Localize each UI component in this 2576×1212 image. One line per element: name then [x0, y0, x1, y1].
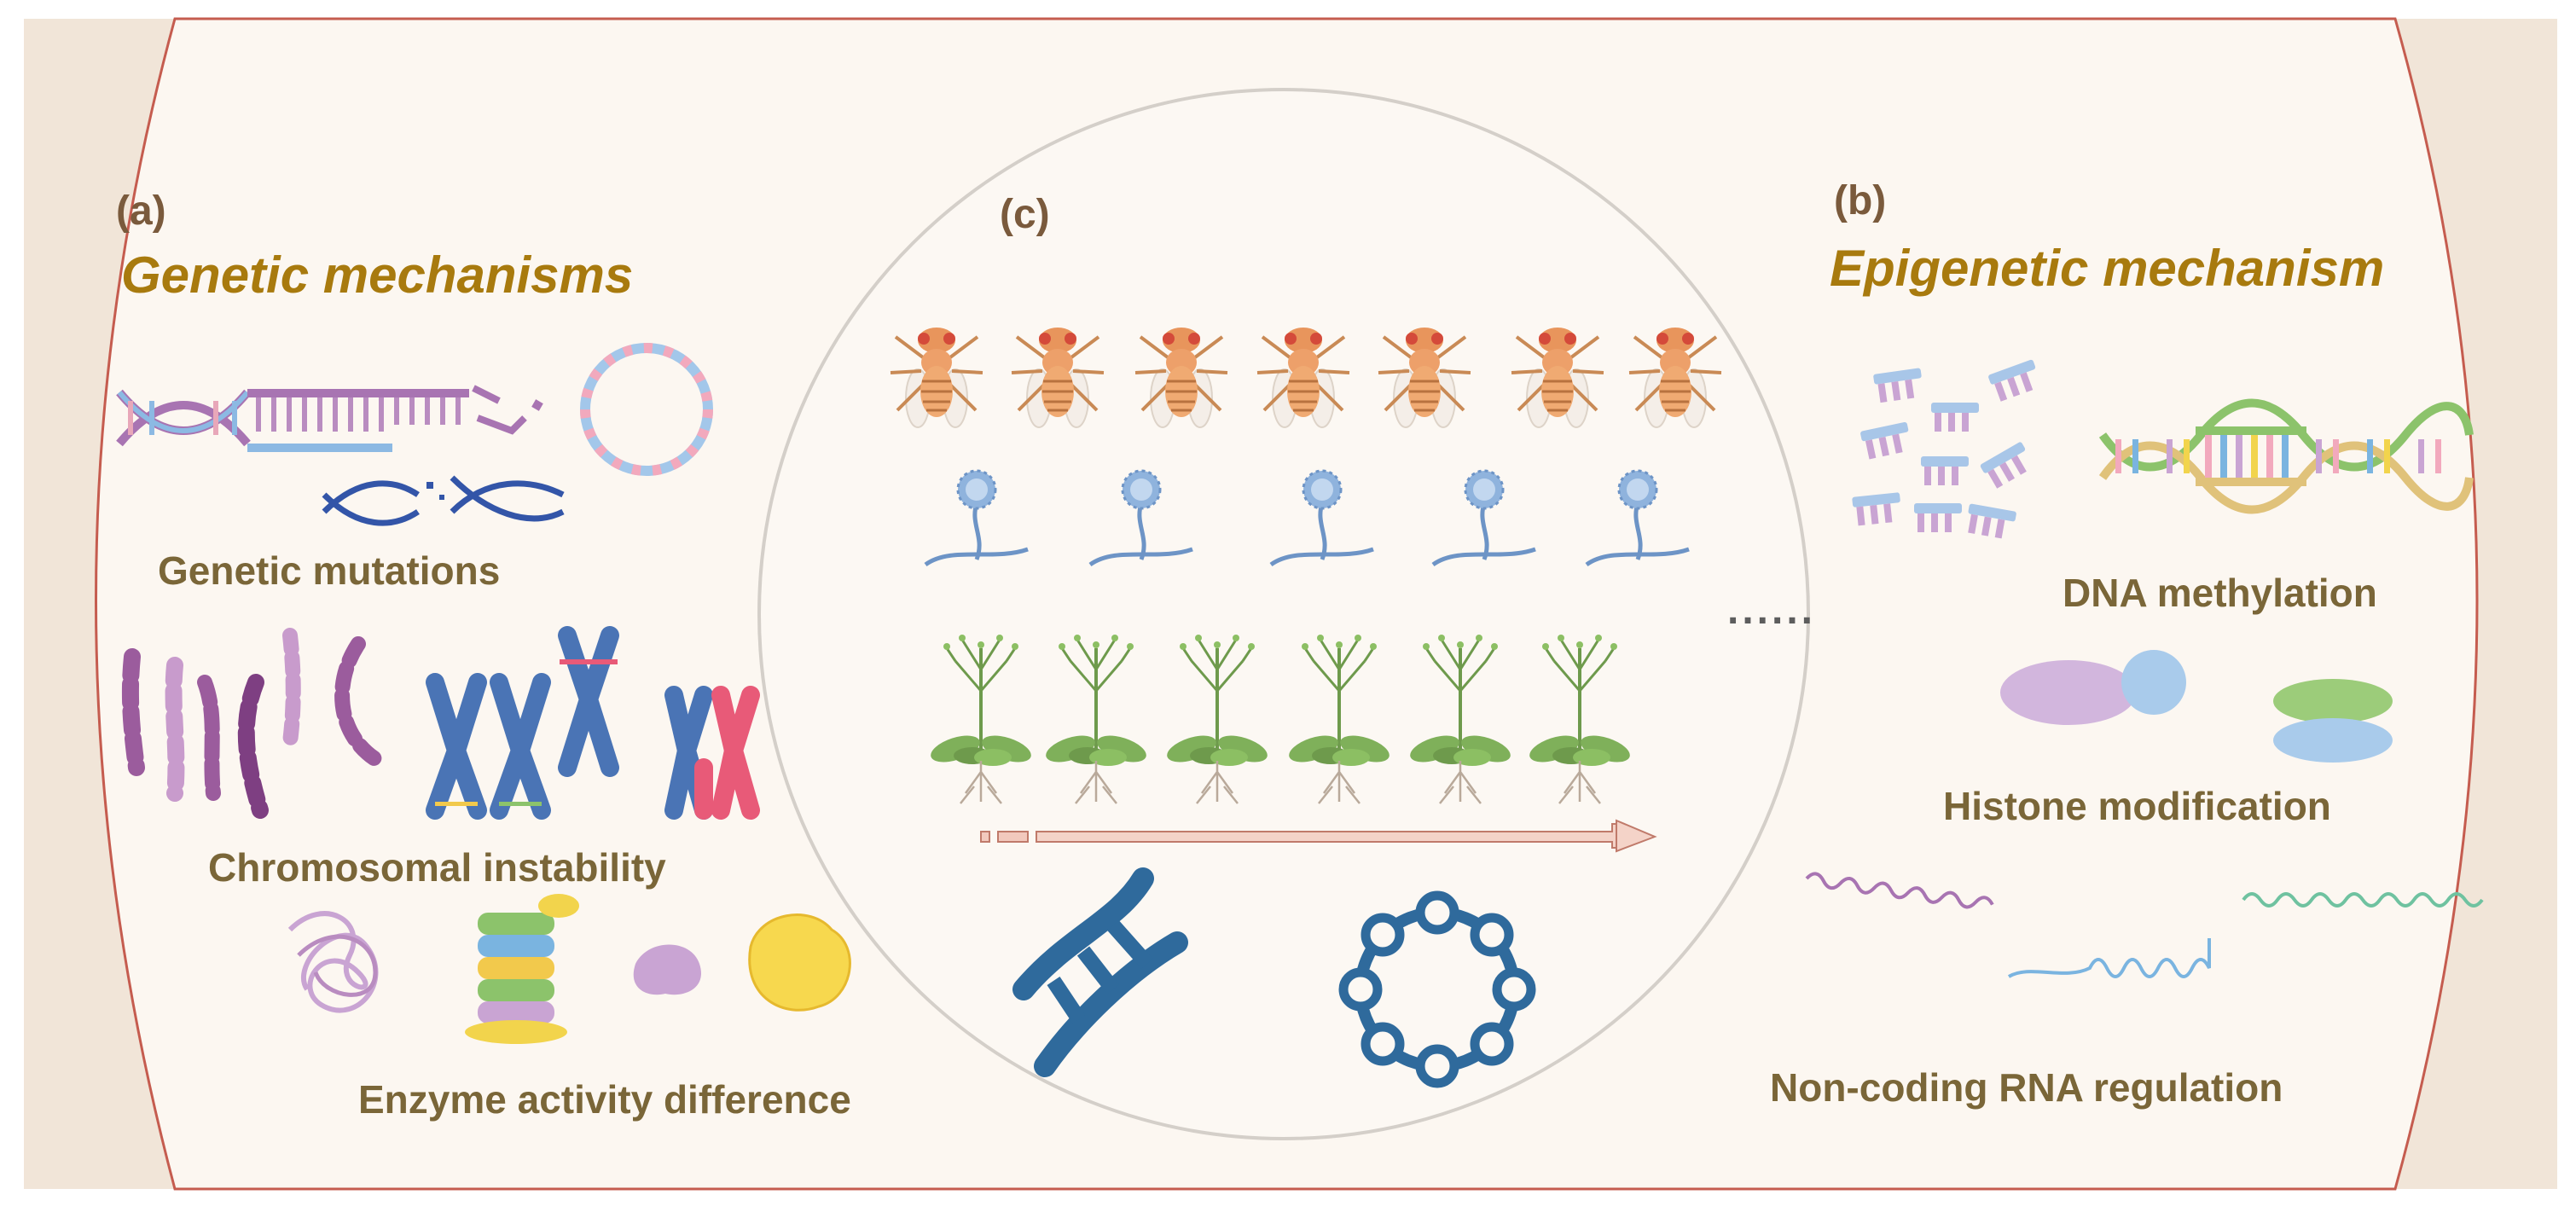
- dna-break-icon: [116, 385, 565, 526]
- histone-icon: [2000, 650, 2393, 763]
- item-enzyme-activity-difference: Enzyme activity difference: [358, 1077, 851, 1122]
- circular-dna-icon: [1338, 890, 1536, 1088]
- enzyme-blob-icon: [633, 913, 851, 1012]
- dna-helix-icon: [1012, 867, 1188, 1077]
- item-noncoding-rna-regulation: Non-coding RNA regulation: [1770, 1065, 2283, 1110]
- nucleosome-stack-icon: [465, 894, 579, 1044]
- item-genetic-mutations: Genetic mutations: [158, 548, 501, 593]
- panel-b-title: Epigenetic mechanism: [1830, 240, 2385, 297]
- panel-b-label: (b): [1834, 178, 1887, 223]
- chromosome-fragments-icon: [121, 628, 383, 819]
- chromatin-icon: [287, 911, 379, 1013]
- panel-a-label: (a): [116, 188, 166, 234]
- continuation-ellipsis: ......: [1727, 588, 1817, 633]
- item-dna-methylation: DNA methylation: [2063, 571, 2377, 615]
- item-histone-modification: Histone modification: [1943, 784, 2331, 828]
- methylated-dna-icon: [2098, 398, 2474, 514]
- chromosome-pair-icon: [426, 626, 760, 820]
- panel-a-title: Genetic mechanisms: [121, 246, 634, 304]
- panel-c-label: (c): [1000, 192, 1050, 237]
- ncrna-strand-icon: [1805, 872, 2484, 978]
- generation-arrow-icon: [980, 819, 1657, 853]
- item-chromosomal-instability: Chromosomal instability: [208, 845, 666, 890]
- plasmid-icon: [580, 343, 713, 476]
